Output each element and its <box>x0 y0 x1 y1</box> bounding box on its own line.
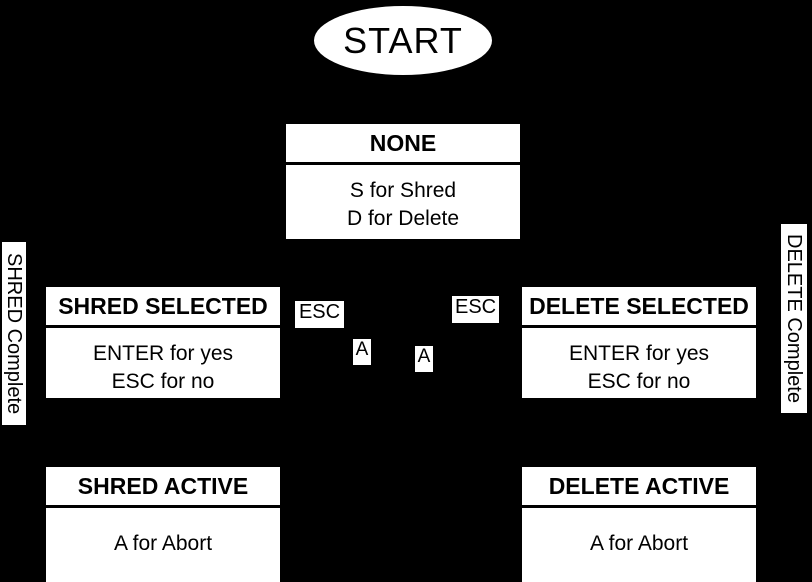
node-delete-active[interactable]: DELETE ACTIVE A for Abort <box>520 465 758 582</box>
node-delete-active-body: A for Abort <box>589 532 689 556</box>
node-shred-active-title: SHRED ACTIVE <box>46 467 280 509</box>
node-delete-active-title: DELETE ACTIVE <box>522 467 756 509</box>
edge-label-esc-right: ESC <box>452 296 499 323</box>
node-shred-selected[interactable]: SHRED SELECTED ENTER for yes ESC for no <box>44 285 282 400</box>
node-start[interactable]: START <box>314 6 492 75</box>
edge-label-abort-right: A <box>415 346 433 372</box>
edge-label-shred-complete: SHRED Complete <box>2 242 26 425</box>
node-shred-active[interactable]: SHRED ACTIVE A for Abort <box>44 465 282 582</box>
node-none[interactable]: NONE S for Shred D for Delete <box>284 122 522 241</box>
node-none-body: S for Shred D for Delete <box>346 179 460 231</box>
node-shred-selected-title: SHRED SELECTED <box>46 287 280 329</box>
edge-label-abort-left: A <box>353 339 371 365</box>
edge-label-shred-complete-text: SHRED Complete <box>3 252 25 415</box>
node-shred-active-body: A for Abort <box>113 532 213 556</box>
node-start-label: START <box>343 19 463 61</box>
node-delete-selected[interactable]: DELETE SELECTED ENTER for yes ESC for no <box>520 285 758 400</box>
edge-label-delete-complete: DELETE Complete <box>781 224 807 413</box>
node-none-title: NONE <box>286 124 520 166</box>
node-shred-selected-body: ENTER for yes ESC for no <box>92 342 234 394</box>
node-delete-selected-body: ENTER for yes ESC for no <box>568 342 710 394</box>
edge-label-delete-complete-text: DELETE Complete <box>783 234 805 403</box>
edge-label-esc-left: ESC <box>295 301 344 328</box>
node-delete-selected-title: DELETE SELECTED <box>522 287 756 329</box>
